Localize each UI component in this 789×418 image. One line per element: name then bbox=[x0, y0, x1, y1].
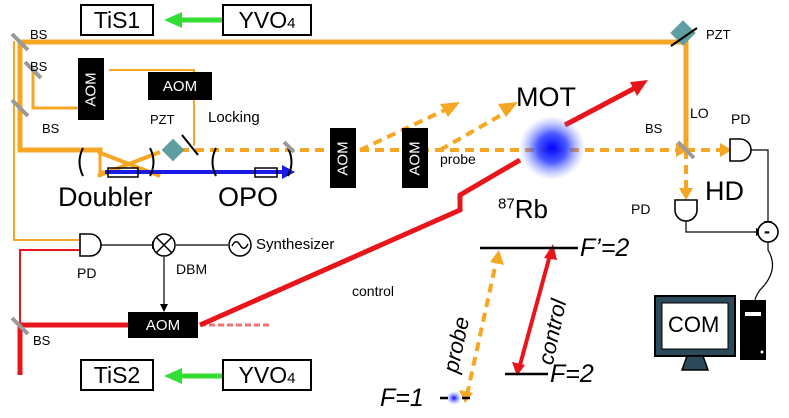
mot-outgoing-beam bbox=[563, 85, 637, 128]
pzt-label-top: PZT bbox=[706, 27, 731, 42]
aom-thin-beam bbox=[109, 69, 195, 146]
ground2-level-label: F=2 bbox=[550, 360, 594, 388]
pzt-label-cavity: PZT bbox=[150, 112, 175, 127]
cavity-mirrors bbox=[78, 147, 293, 177]
pump2-label: YVO4 bbox=[238, 361, 296, 388]
pd-label-ref: PD bbox=[77, 265, 97, 281]
aom-branch-beam bbox=[31, 68, 84, 110]
levels-control-arrow bbox=[518, 254, 552, 366]
com-label: COM bbox=[668, 312, 720, 337]
pd-label-hd-bottom: PD bbox=[631, 201, 651, 217]
opo-crystal bbox=[254, 167, 278, 178]
doubler-label: Doubler bbox=[58, 182, 153, 212]
doubler-mirror-right bbox=[149, 147, 155, 177]
pzt-top-mirror bbox=[670, 20, 698, 47]
ref-red-beam bbox=[19, 249, 80, 325]
levels-probe-arrow bbox=[465, 257, 499, 396]
mot-label: MOT bbox=[516, 82, 576, 112]
nonlinear-crystals bbox=[107, 167, 278, 178]
tis2-label: TiS2 bbox=[93, 361, 141, 388]
pd-hd-bottom bbox=[674, 199, 698, 222]
locking-label: Locking bbox=[208, 109, 260, 126]
opo-mirror-left bbox=[211, 147, 217, 177]
bs-hd bbox=[676, 140, 696, 160]
aom-control: AOM bbox=[128, 312, 198, 338]
tis2-laser: TiS2 bbox=[80, 359, 154, 391]
tis1-label: TiS1 bbox=[93, 6, 141, 33]
pd-ref bbox=[79, 233, 102, 257]
bs-label-3: BS bbox=[42, 121, 60, 136]
bs-label-1: BS bbox=[30, 27, 48, 42]
synthesizer-label: Synthesizer bbox=[256, 236, 335, 253]
green-arrowheads bbox=[164, 12, 182, 384]
pd-label-hd-right: PD bbox=[731, 111, 751, 127]
dbm-label: DBM bbox=[176, 261, 208, 277]
pd-hd-right bbox=[729, 138, 752, 162]
opo-mirror-right bbox=[287, 147, 293, 177]
control-beam-label: control bbox=[352, 283, 395, 299]
photodetectors bbox=[79, 138, 752, 257]
monitor-screen bbox=[661, 302, 729, 350]
rb87-label: 87Rb bbox=[498, 194, 548, 224]
ref-to-pd-beam bbox=[13, 41, 79, 241]
excited-level-label: F’=2 bbox=[580, 234, 630, 262]
bs-middle bbox=[23, 60, 43, 80]
computer bbox=[654, 295, 766, 371]
hd-label: HD bbox=[705, 176, 744, 206]
tis1-laser: TiS1 bbox=[80, 4, 154, 36]
bs-label-hd: BS bbox=[645, 121, 663, 136]
orange-beams bbox=[13, 39, 689, 241]
subtractor bbox=[757, 221, 779, 243]
bs-lower bbox=[10, 98, 30, 118]
ground1-level-label: F=1 bbox=[380, 384, 424, 412]
doubler-mirror-left bbox=[78, 147, 84, 177]
left-vertical-beam bbox=[17, 39, 103, 153]
bs-opo-out bbox=[282, 140, 296, 154]
pzt-cavity-mirror bbox=[161, 134, 199, 162]
probe-beam-label: probe bbox=[440, 151, 476, 167]
bs-label-2: BS bbox=[30, 59, 48, 74]
aom-vertical-left: AOM bbox=[78, 58, 104, 120]
minus-sign: - bbox=[764, 221, 770, 241]
aom-probe-2: AOM bbox=[402, 128, 428, 188]
probe-arrowheads bbox=[440, 102, 732, 403]
green-pump-beams bbox=[180, 17, 222, 379]
opo-label: OPO bbox=[218, 182, 279, 212]
aom-probe-1: AOM bbox=[330, 128, 356, 188]
opo-blue-beam bbox=[105, 165, 295, 179]
bs-top bbox=[10, 32, 30, 52]
aom-upper-branch-2 bbox=[439, 108, 511, 152]
dbm-mixer bbox=[152, 233, 176, 257]
pump2-laser: YVO4 bbox=[222, 359, 312, 391]
monitor-stand bbox=[680, 355, 710, 371]
tower bbox=[740, 300, 766, 360]
bs-label-4: BS bbox=[33, 333, 51, 348]
control-to-mot-beam bbox=[198, 157, 522, 328]
doubler-crystal bbox=[107, 167, 139, 178]
pump1-laser: YVO4 bbox=[222, 4, 312, 36]
synthesizer-source bbox=[228, 233, 252, 257]
lo-label: LO bbox=[690, 105, 709, 121]
aom-horizontal: AOM bbox=[148, 72, 212, 100]
energy-levels bbox=[440, 246, 578, 400]
mot-cloud bbox=[519, 116, 585, 180]
ground-state-dot bbox=[446, 391, 462, 405]
beam-splitters bbox=[10, 32, 696, 336]
pump1-label: YVO4 bbox=[238, 6, 296, 33]
bs-bottom bbox=[10, 316, 30, 336]
